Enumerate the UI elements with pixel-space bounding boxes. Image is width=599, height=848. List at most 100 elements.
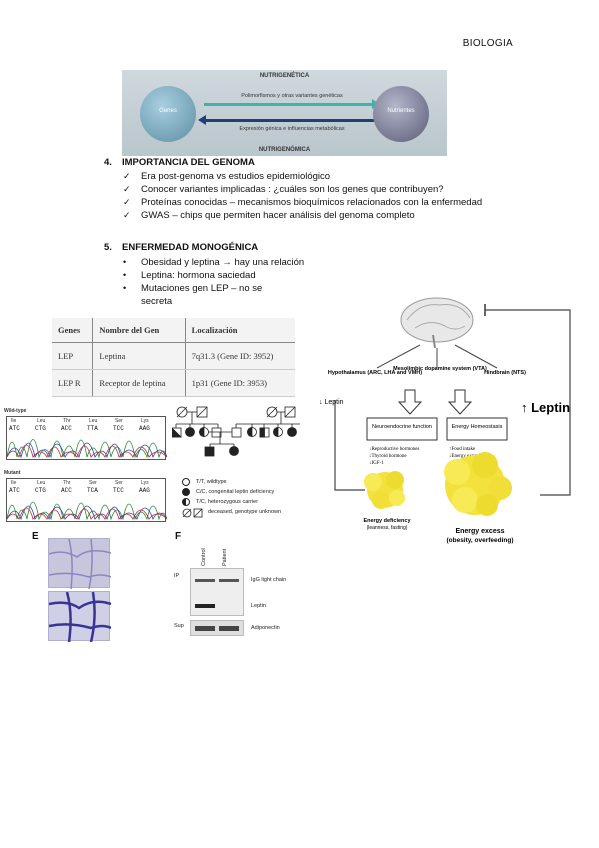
bullet-dot-icon: • bbox=[123, 283, 127, 293]
bullet-dot-icon: • bbox=[123, 270, 127, 280]
section4-number: 4. bbox=[104, 157, 112, 168]
energy-homeostasis-label: Energy Homeostasis bbox=[452, 424, 503, 430]
table-cell: 1p31 (Gene ID: 3953) bbox=[184, 369, 295, 397]
blot-band bbox=[195, 579, 215, 582]
list-item: ✓Proteínas conocidas – mecanismos bioquí… bbox=[123, 197, 483, 208]
low-leptin-label: ↓ Leptin bbox=[319, 399, 344, 406]
bullet-dot-icon: • bbox=[123, 257, 127, 267]
list-item: ✓Conocer variantes implicadas : ¿cuáles … bbox=[123, 184, 444, 195]
nutrientes-label: Nutrientes bbox=[387, 108, 415, 114]
arrow-right-icon bbox=[204, 99, 380, 109]
list-item: •Leptina: hormona saciedad bbox=[123, 270, 256, 281]
wildtype-chromatogram: Ile Leu Thr Leu Ser Lys ATC CTG ACC TTA … bbox=[6, 416, 168, 460]
panel-f-letter: F bbox=[175, 531, 182, 542]
list-item: •Mutaciones gen LEP – no se secreta bbox=[123, 283, 263, 307]
effect-text: ↓IGF-1 bbox=[369, 461, 384, 466]
deceased-symbols-icon bbox=[182, 508, 203, 518]
adipocyte-image bbox=[48, 591, 112, 643]
section5-number: 5. bbox=[104, 242, 112, 253]
neuroendocrine-label: Neuroendocrine function bbox=[372, 424, 432, 430]
table-cell: Leptina bbox=[92, 342, 186, 370]
checkmark-icon: ✓ bbox=[123, 197, 131, 207]
col-label-control: Control bbox=[201, 548, 207, 566]
section4-title: IMPORTANCIA DEL GENOMA bbox=[122, 157, 255, 168]
table-row: LEP Leptina 7q31.3 (Gene ID: 3952) bbox=[52, 342, 295, 370]
gene-table: Genes Nombre del Gen Localización LEP Le… bbox=[52, 318, 295, 397]
table-cell: 7q31.3 (Gene ID: 3952) bbox=[184, 342, 295, 370]
section5-title: ENFERMEDAD MONOGÉNICA bbox=[122, 242, 259, 253]
high-leptin-label: ↑ Leptin bbox=[521, 400, 570, 415]
table-row: LEP R Receptor de leptina 1p31 (Gene ID:… bbox=[52, 369, 295, 397]
table-header-row: Genes Nombre del Gen Localización bbox=[52, 318, 295, 343]
neuroendocrine-box bbox=[366, 417, 438, 441]
arrow-right-label: Polimorfismos y otras variantes genética… bbox=[241, 93, 343, 99]
down-arrow-icon bbox=[397, 389, 423, 415]
table-header: Localización bbox=[184, 318, 295, 343]
legend-item: T/C, heterozygous carrier bbox=[182, 498, 312, 508]
fat-cells-large-icon bbox=[444, 452, 512, 516]
mutant-label: Mutant bbox=[4, 470, 21, 476]
list-item: ✓GWAS – chips que permiten hacer análisi… bbox=[123, 210, 415, 221]
section5-heading: 5. ENFERMEDAD MONOGÉNICA bbox=[104, 242, 258, 253]
list-item: ✓Era post-genoma vs estudios epidemiológ… bbox=[123, 171, 331, 182]
micrograph-top bbox=[48, 538, 112, 590]
adipocyte-image bbox=[48, 538, 112, 590]
genes-label: Genes bbox=[159, 108, 177, 114]
row-label-sup: Sup bbox=[174, 623, 184, 629]
brain-icon bbox=[400, 297, 474, 349]
table-header: Genes bbox=[52, 318, 93, 343]
section4-heading: 4. IMPORTANCIA DEL GENOMA bbox=[104, 157, 255, 168]
list-item: •Obesidad y leptina → hay una relación bbox=[123, 257, 305, 268]
checkmark-icon: ✓ bbox=[123, 171, 131, 181]
blot-ip bbox=[190, 568, 244, 616]
deficiency-label: Energy deficiency bbox=[363, 518, 411, 524]
table-cell: Receptor de leptina bbox=[92, 369, 186, 397]
checkmark-icon: ✓ bbox=[123, 210, 131, 220]
feedback-line bbox=[485, 309, 571, 496]
micrograph-bottom bbox=[48, 591, 112, 643]
section5-list: •Obesidad y leptina → hay una relación •… bbox=[123, 256, 323, 308]
panel-e-letter: E bbox=[32, 531, 39, 542]
filled-circle-icon bbox=[182, 488, 190, 496]
sequencing-panel: Wild-type Ile Leu Thr Leu Ser Lys ATC CT… bbox=[2, 404, 170, 524]
fat-cells-small-icon bbox=[364, 471, 405, 509]
col-label-patient: Patient bbox=[222, 548, 228, 566]
table-header: Nombre del Gen bbox=[92, 318, 186, 343]
nutrigenomica-label: NUTRIGENÓMICA bbox=[258, 147, 311, 153]
nutrigenetica-label: NUTRIGENÉTICA bbox=[259, 73, 310, 79]
blot-band bbox=[219, 579, 239, 582]
effect-text: ↓Thyroid hormone bbox=[369, 454, 407, 459]
legend-item: deceased, genotype unknown bbox=[182, 508, 312, 518]
band-label-adiponectin: Adiponectin bbox=[251, 625, 280, 631]
open-circle-icon bbox=[182, 478, 190, 486]
section4-list: ✓Era post-genoma vs estudios epidemiológ… bbox=[123, 170, 523, 222]
header-subject: BIOLOGIA bbox=[462, 38, 513, 49]
blot-band bbox=[195, 604, 215, 608]
half-filled-circle-icon bbox=[182, 498, 190, 506]
pedigree-chart bbox=[172, 406, 300, 457]
blot-band bbox=[195, 626, 215, 631]
region-hypothalamus-label: Hypothalamus (ARC, LHA and VMH) bbox=[328, 370, 422, 376]
table-cell: LEP R bbox=[52, 369, 93, 397]
wildtype-label: Wild-type bbox=[4, 408, 27, 414]
chromatogram-trace bbox=[6, 439, 168, 459]
row-label-ip: IP bbox=[174, 573, 180, 579]
chromatogram-trace bbox=[6, 501, 168, 521]
energy-homeostasis-box bbox=[446, 417, 508, 441]
left-feedback-line bbox=[334, 400, 365, 491]
effect-text: ↓Reproductive hormones bbox=[369, 447, 419, 452]
region-mesolimbic-label: Mesolimbic dopamine system (VTA) bbox=[393, 366, 487, 372]
pedigree-legend: T/T, wildtype C/C, congenital leptin def… bbox=[182, 478, 312, 518]
mutant-chromatogram: Ile Leu Thr Ser Ser Lys ATC CTG ACC TCA … bbox=[6, 478, 168, 522]
nutrientes-circle: Nutrientes bbox=[373, 86, 429, 142]
genes-circle: Genes bbox=[140, 86, 196, 142]
down-arrow-icon bbox=[447, 389, 473, 415]
arrow-left-icon bbox=[198, 115, 374, 125]
legend-item: C/C, congenital leptin deficiency bbox=[182, 488, 312, 498]
excess-label: Energy excess bbox=[455, 528, 504, 535]
arrow-left-label: Expresión génica e influencias metabólic… bbox=[239, 126, 345, 132]
excess-sub: (obesity, overfeeding) bbox=[446, 537, 513, 544]
leptin-pathway-diagram: Hypothalamus (ARC, LHA and VMH) Mesolimb… bbox=[319, 297, 571, 544]
band-label-leptin: Leptin bbox=[251, 603, 266, 609]
deficiency-sub: (leanness, fasting) bbox=[367, 525, 408, 531]
